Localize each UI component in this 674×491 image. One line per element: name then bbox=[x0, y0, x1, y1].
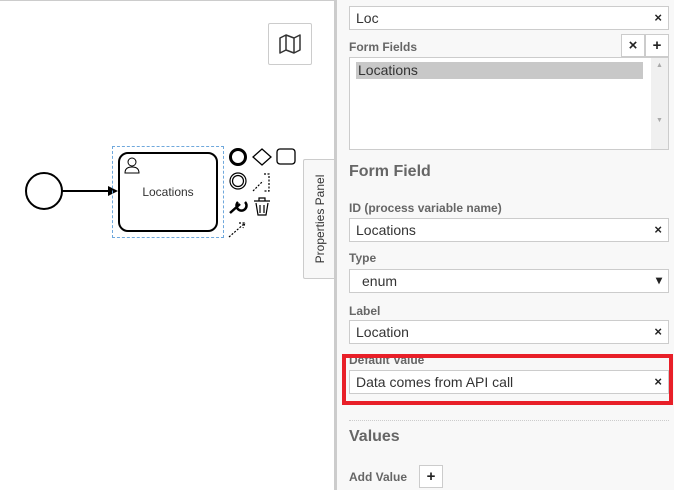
id-value: Locations bbox=[356, 222, 416, 238]
minimap-toggle-button[interactable] bbox=[268, 23, 312, 65]
name-input[interactable]: Loc × bbox=[349, 6, 669, 30]
default-value-input[interactable]: Data comes from API call × bbox=[349, 370, 669, 394]
connect-icon[interactable] bbox=[228, 222, 246, 238]
intermediate-event-icon[interactable] bbox=[229, 172, 247, 190]
task-icon[interactable] bbox=[276, 148, 296, 165]
label-input[interactable]: Location × bbox=[349, 320, 669, 344]
properties-panel: Loc × Form Fields × + Locations ▲▼ Form F… bbox=[334, 0, 674, 490]
id-label: ID (process variable name) bbox=[349, 201, 502, 215]
highlight-box bbox=[342, 354, 673, 405]
add-form-field-button[interactable]: + bbox=[645, 34, 669, 57]
wrench-icon[interactable] bbox=[229, 201, 248, 214]
list-item[interactable]: Locations bbox=[356, 62, 643, 79]
type-label: Type bbox=[349, 251, 377, 265]
add-value-label: Add Value bbox=[349, 470, 408, 484]
divider bbox=[349, 420, 669, 421]
id-input[interactable]: Locations × bbox=[349, 218, 669, 242]
clear-icon[interactable]: × bbox=[654, 10, 662, 25]
remove-form-field-button[interactable]: × bbox=[621, 34, 645, 57]
form-fields-label: Form Fields bbox=[349, 40, 418, 54]
properties-panel-label: Properties Panel bbox=[312, 174, 327, 264]
selection-outline bbox=[112, 146, 224, 238]
values-heading: Values bbox=[349, 428, 400, 445]
properties-panel-toggle[interactable]: Properties Panel bbox=[303, 159, 335, 279]
type-value: enum bbox=[362, 273, 398, 289]
arrow-head bbox=[108, 186, 118, 196]
form-fields-list[interactable]: Locations ▲▼ bbox=[349, 57, 669, 150]
label-label: Label bbox=[349, 304, 381, 318]
scrollbar[interactable]: ▲▼ bbox=[651, 58, 668, 149]
user-icon bbox=[124, 157, 140, 174]
task-label: Locations bbox=[142, 185, 194, 199]
clear-icon[interactable]: × bbox=[654, 222, 662, 237]
context-pad[interactable] bbox=[228, 148, 296, 238]
type-select[interactable]: enum ▾ bbox=[349, 269, 669, 293]
bpmn-canvas[interactable]: Locations Properties Panel bbox=[0, 0, 335, 490]
clear-icon[interactable]: × bbox=[654, 324, 662, 339]
end-event-icon[interactable] bbox=[229, 148, 247, 166]
form-field-heading: Form Field bbox=[349, 163, 431, 180]
text-annotation-icon[interactable] bbox=[252, 173, 270, 192]
add-value-button[interactable]: + bbox=[419, 465, 443, 488]
clear-icon[interactable]: × bbox=[654, 374, 662, 389]
chevron-down-icon: ▾ bbox=[655, 273, 662, 287]
start-event[interactable] bbox=[25, 172, 63, 210]
map-icon bbox=[279, 34, 301, 54]
label-value: Location bbox=[356, 324, 409, 340]
user-task[interactable]: Locations bbox=[118, 152, 218, 232]
default-value: Data comes from API call bbox=[356, 374, 514, 390]
gateway-icon[interactable] bbox=[252, 148, 272, 166]
name-value: Loc bbox=[356, 10, 379, 26]
trash-icon[interactable] bbox=[254, 197, 270, 216]
